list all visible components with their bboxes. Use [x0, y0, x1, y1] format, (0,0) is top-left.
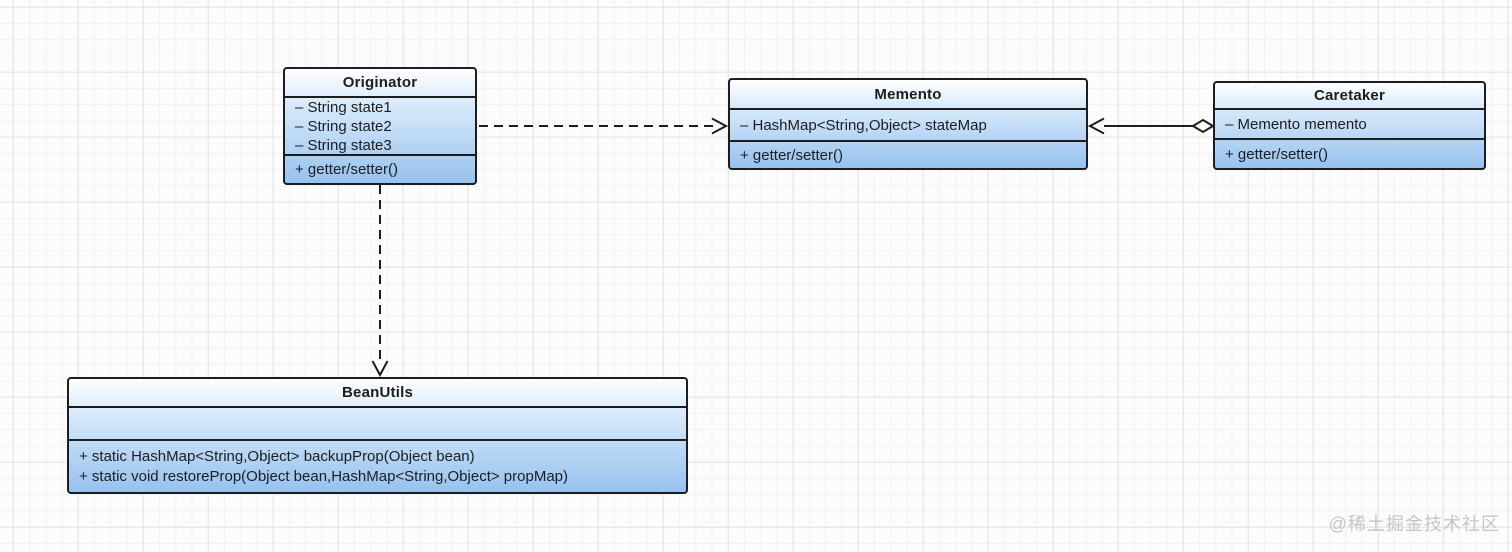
- attribute: – HashMap<String,Object> stateMap: [740, 116, 987, 134]
- class-memento-methods: + getter/setter(): [730, 142, 1086, 168]
- class-originator-methods: + getter/setter(): [285, 156, 475, 183]
- watermark-text: @稀土掘金技术社区: [1328, 514, 1500, 534]
- method: + getter/setter(): [740, 146, 843, 164]
- class-caretaker: Caretaker – Memento memento + getter/set…: [1213, 81, 1486, 170]
- class-memento-attributes: – HashMap<String,Object> stateMap: [730, 110, 1086, 142]
- attribute: – String state2: [295, 117, 392, 135]
- class-beanutils-attributes: [69, 408, 686, 441]
- class-caretaker-methods: + getter/setter(): [1215, 140, 1484, 168]
- method: + static HashMap<String,Object> backupPr…: [79, 447, 475, 465]
- attribute: – Memento memento: [1225, 115, 1367, 133]
- class-originator-attributes: – String state1 – String state2 – String…: [285, 98, 475, 156]
- class-beanutils: BeanUtils + static HashMap<String,Object…: [67, 377, 688, 494]
- connector-originator-beanutils-dependency: [371, 185, 389, 378]
- attribute: – String state1: [295, 98, 392, 116]
- class-originator-title: Originator: [285, 69, 475, 98]
- connector-caretaker-memento-aggregation: [1087, 117, 1215, 135]
- attribute: – String state3: [295, 136, 392, 154]
- connector-originator-memento-dependency: [479, 117, 729, 135]
- class-memento-title: Memento: [730, 80, 1086, 110]
- class-beanutils-title: BeanUtils: [69, 379, 686, 408]
- class-caretaker-title: Caretaker: [1215, 83, 1484, 110]
- class-memento: Memento – HashMap<String,Object> stateMa…: [728, 78, 1088, 170]
- method: + getter/setter(): [295, 161, 398, 178]
- class-originator: Originator – String state1 – String stat…: [283, 67, 477, 185]
- method: + getter/setter(): [1225, 145, 1328, 163]
- method: + static void restoreProp(Object bean,Ha…: [79, 467, 568, 485]
- class-caretaker-attributes: – Memento memento: [1215, 110, 1484, 140]
- class-beanutils-methods: + static HashMap<String,Object> backupPr…: [69, 441, 686, 492]
